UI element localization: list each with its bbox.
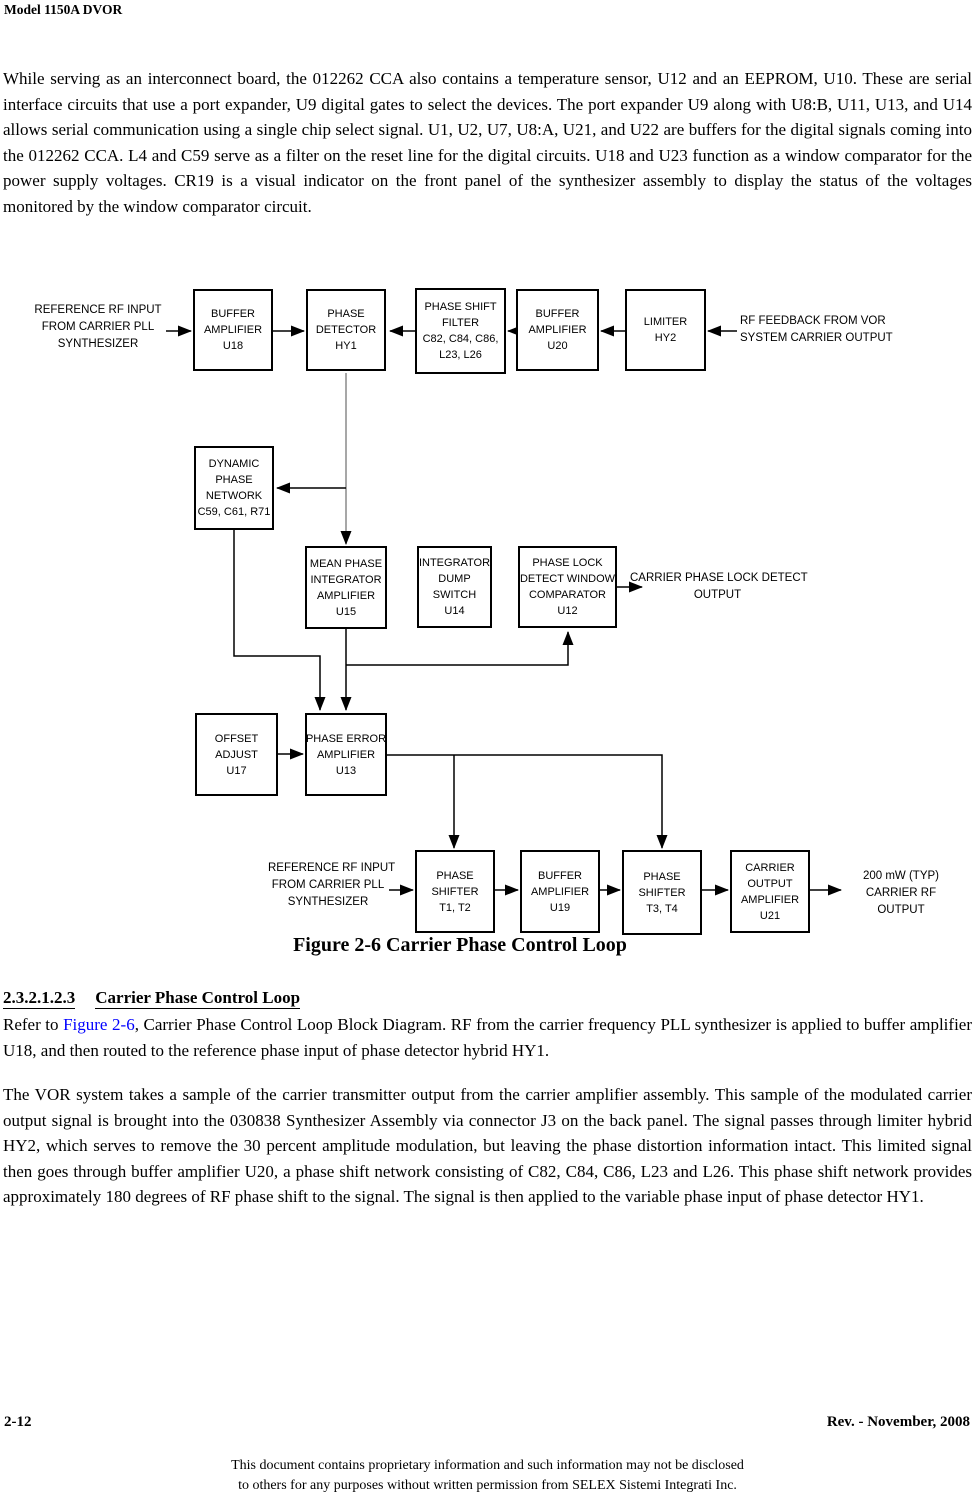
footer-proprietary-notice: This document contains proprietary infor… <box>0 1456 975 1496</box>
section-heading: 2.3.2.1.2.3 Carrier Phase Control Loop <box>3 988 301 1009</box>
footer-notice-line-2: to others for any purposes without writt… <box>238 1478 737 1493</box>
section-title: Carrier Phase Control Loop <box>95 988 301 1009</box>
footer-page-number: 2-12 <box>4 1414 32 1430</box>
paragraph-vor-system: The VOR system takes a sample of the car… <box>3 1085 972 1206</box>
footer-revision: Rev. - November, 2008 <box>826 1414 970 1430</box>
paragraph-text-before-link: Refer to <box>3 1015 64 1034</box>
figure-2-6-link[interactable]: Figure 2-6 <box>63 1015 135 1034</box>
page-header-title: Model 1150A DVOR <box>4 2 123 17</box>
footer-notice-line-1: This document contains proprietary infor… <box>231 1458 744 1473</box>
diagram-connectors <box>166 325 842 896</box>
section-number: 2.3.2.1.2.3 <box>3 988 76 1009</box>
paragraph-refer-to-figure: Refer to Figure 2-6, Carrier Phase Contr… <box>3 1012 972 1063</box>
figure-caption: Figure 2-6 Carrier Phase Control Loop <box>293 934 627 956</box>
paragraph-text-after-link: , Carrier Phase Control Loop Block Diagr… <box>3 1015 972 1060</box>
intro-paragraph: While serving as an interconnect board, … <box>3 69 972 216</box>
